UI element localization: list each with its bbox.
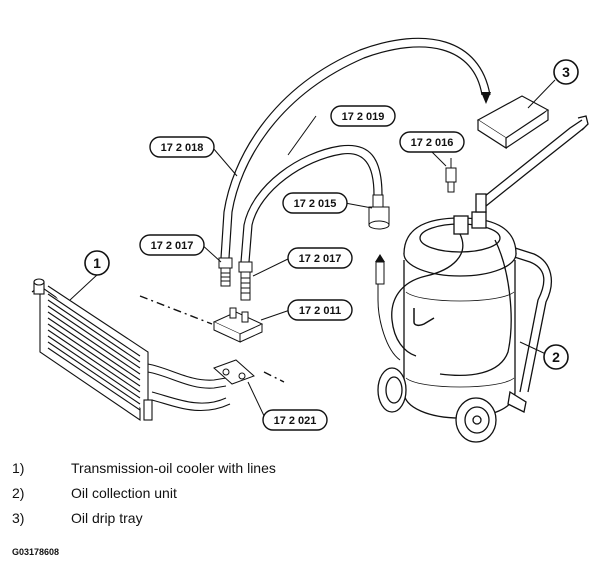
- drain-line: [375, 261, 401, 361]
- svg-text:17 2 017: 17 2 017: [299, 253, 342, 265]
- legend-text: Oil drip tray: [71, 510, 143, 526]
- svg-text:17 2 019: 17 2 019: [342, 111, 385, 123]
- label-17-2-017-left: 17 2 017: [139, 234, 205, 256]
- label-17-2-018: 17 2 018: [149, 136, 215, 158]
- dash-dot-line: [139, 295, 285, 383]
- legend: 1) Transmission-oil cooler with lines 2)…: [12, 456, 572, 531]
- adapter-17-2-016: [445, 158, 457, 193]
- legend-number: 3): [12, 510, 25, 526]
- service-diagram: 1 2 3 17 2 018 17 2 019 17 2 016 17 2 01…: [31, 37, 589, 443]
- label-17-2-015: 17 2 015: [282, 192, 348, 214]
- label-17-2-021: 17 2 021: [262, 409, 328, 431]
- callout-1: 1: [84, 250, 110, 276]
- callout-2: 2: [543, 344, 569, 370]
- label-17-2-019: 17 2 019: [330, 105, 396, 127]
- legend-number: 1): [12, 460, 25, 476]
- oil-drip-tray: [476, 95, 550, 150]
- legend-number: 2): [12, 485, 25, 501]
- svg-text:2: 2: [552, 349, 560, 365]
- legend-row: 2) Oil collection unit: [12, 481, 572, 506]
- legend-text: Transmission-oil cooler with lines: [71, 460, 276, 476]
- adapter-left: [218, 257, 233, 287]
- adapter-17-2-021: [213, 359, 255, 385]
- adapter-right: [238, 261, 253, 301]
- legend-text: Oil collection unit: [71, 485, 177, 501]
- figure-code: G03178608: [12, 547, 60, 557]
- svg-text:3: 3: [562, 64, 570, 80]
- transmission-oil-cooler: [31, 278, 231, 422]
- svg-text:1: 1: [93, 255, 101, 271]
- leader-lines: [69, 79, 556, 421]
- callout-3: 3: [553, 59, 579, 85]
- svg-text:17 2 017: 17 2 017: [151, 240, 194, 252]
- hose-17-2-018: [220, 37, 491, 259]
- oil-collection-unit: [377, 115, 589, 443]
- label-17-2-017-right: 17 2 017: [287, 247, 353, 269]
- svg-text:17 2 021: 17 2 021: [274, 415, 317, 427]
- arrow-to-tray: [481, 92, 491, 104]
- svg-text:17 2 018: 17 2 018: [161, 142, 204, 154]
- legend-row: 3) Oil drip tray: [12, 506, 572, 531]
- label-17-2-011: 17 2 011: [287, 299, 353, 321]
- adapter-17-2-015: [368, 194, 390, 230]
- arrow-down-icon: [375, 254, 385, 262]
- label-17-2-016: 17 2 016: [399, 131, 465, 153]
- legend-row: 1) Transmission-oil cooler with lines: [12, 456, 572, 481]
- svg-text:17 2 011: 17 2 011: [299, 305, 341, 317]
- adapter-17-2-011: [212, 307, 264, 343]
- hose-17-2-019: [240, 144, 383, 263]
- svg-text:17 2 015: 17 2 015: [294, 198, 337, 210]
- svg-text:17 2 016: 17 2 016: [411, 137, 454, 149]
